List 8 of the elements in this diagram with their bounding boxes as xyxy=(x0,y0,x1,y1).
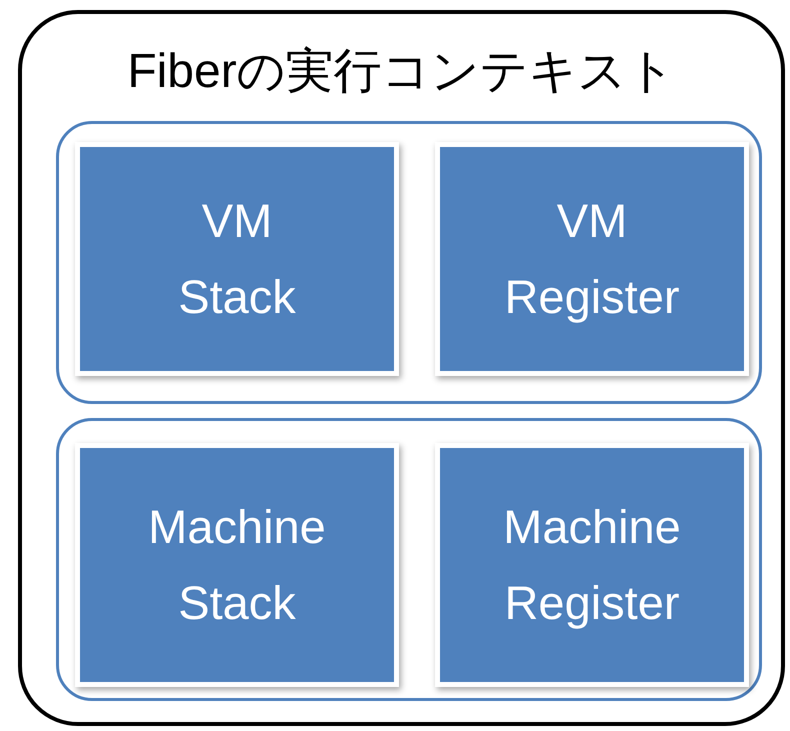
box-label: Machine Register xyxy=(502,499,682,631)
box-label: VM Register xyxy=(503,193,680,325)
box-label: Machine Stack xyxy=(147,499,327,631)
group-panel xyxy=(56,121,762,404)
panel-title: Fiberの実行コンテキスト xyxy=(126,44,677,100)
group-panel xyxy=(56,418,762,701)
context-panel xyxy=(18,10,785,726)
box-label: VM Stack xyxy=(177,193,297,325)
